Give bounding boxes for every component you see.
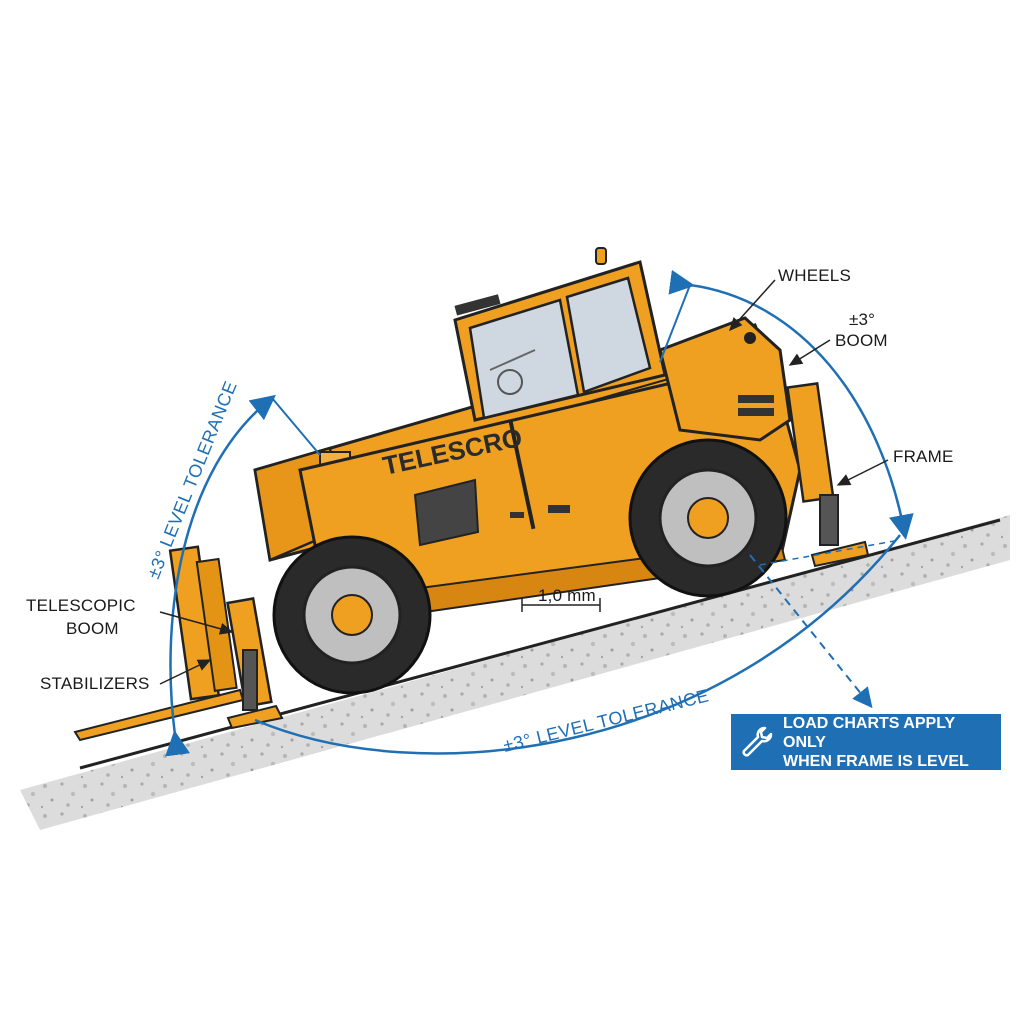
- front-wheel: [272, 535, 432, 695]
- stabilizers-label: STABILIZERS: [40, 674, 150, 693]
- telescopic-label-line2: BOOM: [66, 619, 119, 638]
- telescopic-label-line1: TELESCOPIC: [26, 596, 136, 615]
- wheels-label: WHEELS: [778, 266, 851, 285]
- load-chart-note: LOAD CHARTS APPLY ONLY WHEN FRAME IS LEV…: [731, 714, 1001, 770]
- frame-label: FRAME: [893, 447, 954, 466]
- rear-stabilizer: [786, 382, 870, 568]
- note-line1: LOAD CHARTS APPLY ONLY: [783, 714, 955, 751]
- dimension-label: 1,0 mm: [538, 586, 596, 605]
- tolerance-bottom-label: ±3° LEVEL TOLERANCE: [501, 685, 711, 756]
- callout-leaders: [159, 279, 889, 685]
- rear-wheel: [628, 438, 788, 598]
- cab: [453, 247, 667, 422]
- tolerance-arcs: [165, 269, 914, 757]
- boom-label: BOOM: [835, 331, 888, 350]
- boom-rear-pivot: [658, 316, 792, 442]
- note-text: LOAD CHARTS APPLY ONLY WHEN FRAME IS LEV…: [783, 714, 993, 771]
- wrench-icon: [742, 726, 773, 757]
- note-line2: WHEN FRAME IS LEVEL: [783, 752, 969, 770]
- dimension-marker: [521, 598, 601, 612]
- boom-tolerance-line1: ±3°: [849, 310, 875, 329]
